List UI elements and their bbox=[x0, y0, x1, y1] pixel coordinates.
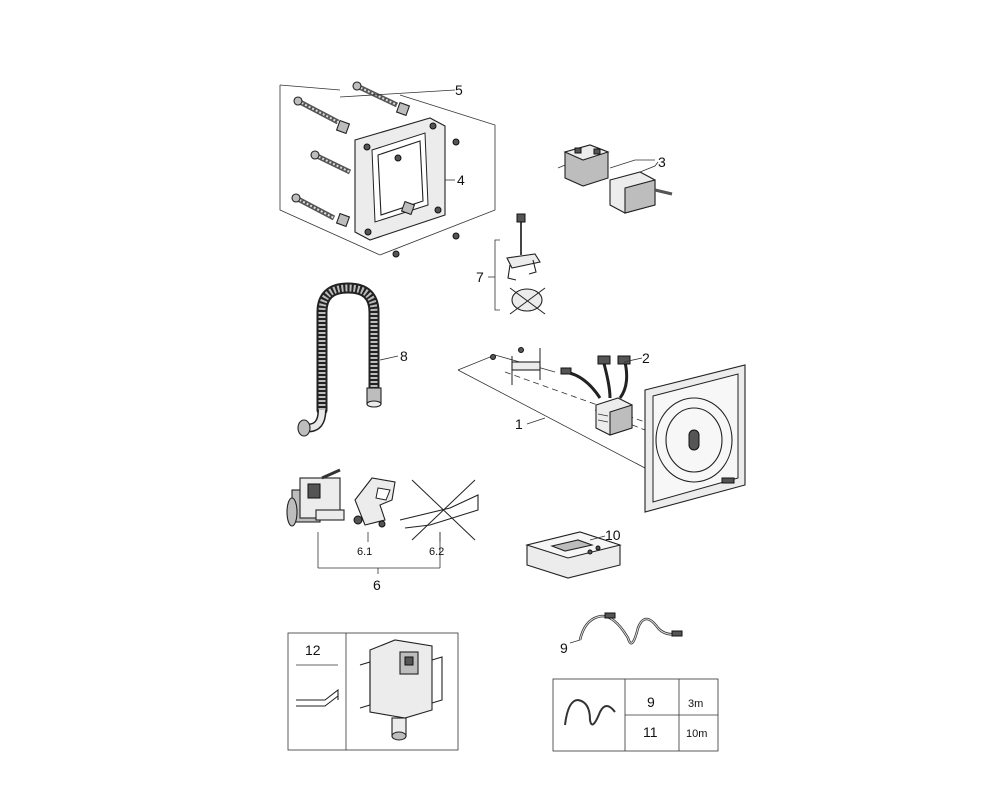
nut bbox=[400, 200, 416, 216]
electronics-module bbox=[595, 397, 633, 436]
label-part-8: 8 bbox=[400, 348, 408, 364]
label-part-6: 6 bbox=[373, 577, 381, 593]
connection-cable bbox=[597, 355, 631, 399]
cable-table-part-cell: 9 bbox=[647, 694, 655, 710]
screw bbox=[452, 232, 460, 240]
junction-box-assembly: 3 bbox=[557, 144, 673, 214]
mounting-frame-assembly: 5 4 bbox=[279, 81, 496, 258]
cable-table-icon bbox=[564, 698, 616, 726]
excluded-bracket bbox=[399, 479, 479, 541]
threaded-bolt bbox=[293, 96, 340, 125]
label-part-5: 5 bbox=[455, 82, 463, 98]
excluded-item bbox=[509, 287, 546, 315]
power-supply-box bbox=[557, 144, 610, 187]
bracket-12 bbox=[296, 688, 339, 707]
label-part-6-1: 6.1 bbox=[357, 546, 372, 558]
mounting-frame bbox=[354, 117, 446, 241]
screw bbox=[392, 250, 400, 258]
label-part-3: 3 bbox=[658, 154, 666, 170]
mounting-bracket bbox=[490, 347, 541, 385]
cable-length-table: 9 3m 11 10m bbox=[552, 678, 719, 752]
screw bbox=[394, 154, 402, 162]
threaded-bolt bbox=[352, 81, 399, 108]
cable-table-length-cell: 3m bbox=[688, 698, 703, 710]
threaded-bolt bbox=[310, 150, 352, 175]
screw bbox=[452, 138, 460, 146]
cable-holder-clip bbox=[506, 213, 541, 281]
braided-hose: 8 bbox=[297, 282, 408, 437]
extension-cable: 9 bbox=[560, 612, 683, 656]
label-part-10: 10 bbox=[605, 527, 621, 543]
nut bbox=[335, 119, 351, 135]
concealed-cistern bbox=[359, 639, 443, 741]
solenoid-valve-assembly: 6.1 6.2 6 bbox=[286, 468, 479, 593]
label-part-1: 1 bbox=[515, 416, 523, 432]
label-part-9: 9 bbox=[560, 640, 568, 656]
electronic-control-assembly: 2 1 bbox=[457, 347, 746, 513]
label-part-6-2: 6.2 bbox=[429, 546, 444, 558]
cover-plate bbox=[644, 364, 746, 513]
cable-table-length-cell: 10m bbox=[686, 728, 707, 740]
remote-control: 10 bbox=[525, 527, 622, 579]
sensor-cable bbox=[560, 367, 602, 399]
label-part-7: 7 bbox=[476, 269, 484, 285]
label-part-12: 12 bbox=[305, 642, 321, 658]
cistern-option-box: 12 bbox=[287, 632, 459, 751]
cable-table-part-cell: 11 bbox=[643, 724, 658, 740]
label-part-2: 2 bbox=[642, 350, 650, 366]
threaded-bolt bbox=[291, 193, 336, 221]
nut bbox=[395, 101, 411, 117]
nut bbox=[335, 212, 351, 228]
solenoid-valve bbox=[286, 468, 345, 527]
cable-holder-assembly: 7 bbox=[476, 213, 546, 315]
valve-holder bbox=[353, 477, 396, 528]
label-part-4: 4 bbox=[457, 172, 465, 188]
transformer-box bbox=[609, 171, 673, 214]
